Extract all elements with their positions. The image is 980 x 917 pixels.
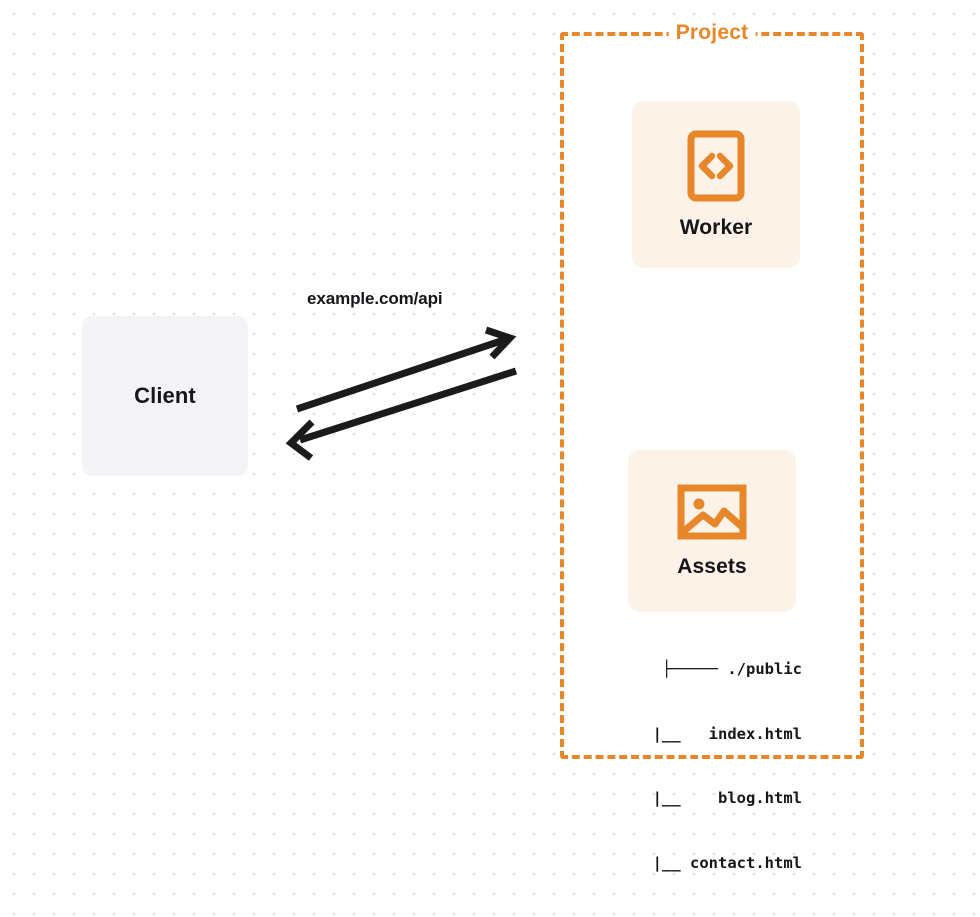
file-tree-line: |__ index.html bbox=[596, 724, 802, 743]
node-client-label: Client bbox=[134, 383, 196, 408]
arrow-request-head bbox=[484, 326, 517, 360]
edge-label-api: example.com/api bbox=[307, 289, 443, 308]
file-tree: ├───── ./public |__ index.html |__ blog.… bbox=[560, 616, 864, 917]
node-worker[interactable]: Worker bbox=[632, 101, 800, 268]
node-worker-label: Worker bbox=[679, 215, 753, 239]
image-icon bbox=[677, 484, 747, 540]
group-project-title: Project bbox=[668, 21, 756, 45]
file-tree-line: ├───── ./public bbox=[662, 660, 802, 678]
arrow-response-line bbox=[298, 367, 518, 444]
arrow-response-head bbox=[285, 419, 315, 461]
diagram-canvas: Client example.com/api Project Worker bbox=[82, 21, 864, 872]
node-assets-label: Assets bbox=[677, 555, 747, 578]
file-tree-line: |__ blog.html bbox=[596, 789, 802, 807]
arrow-request-line bbox=[295, 336, 506, 413]
code-brackets-icon bbox=[687, 130, 745, 201]
node-assets[interactable]: Assets bbox=[628, 450, 796, 612]
file-tree-line: |__ contact.html bbox=[596, 853, 802, 872]
node-client[interactable]: Client bbox=[82, 316, 248, 476]
